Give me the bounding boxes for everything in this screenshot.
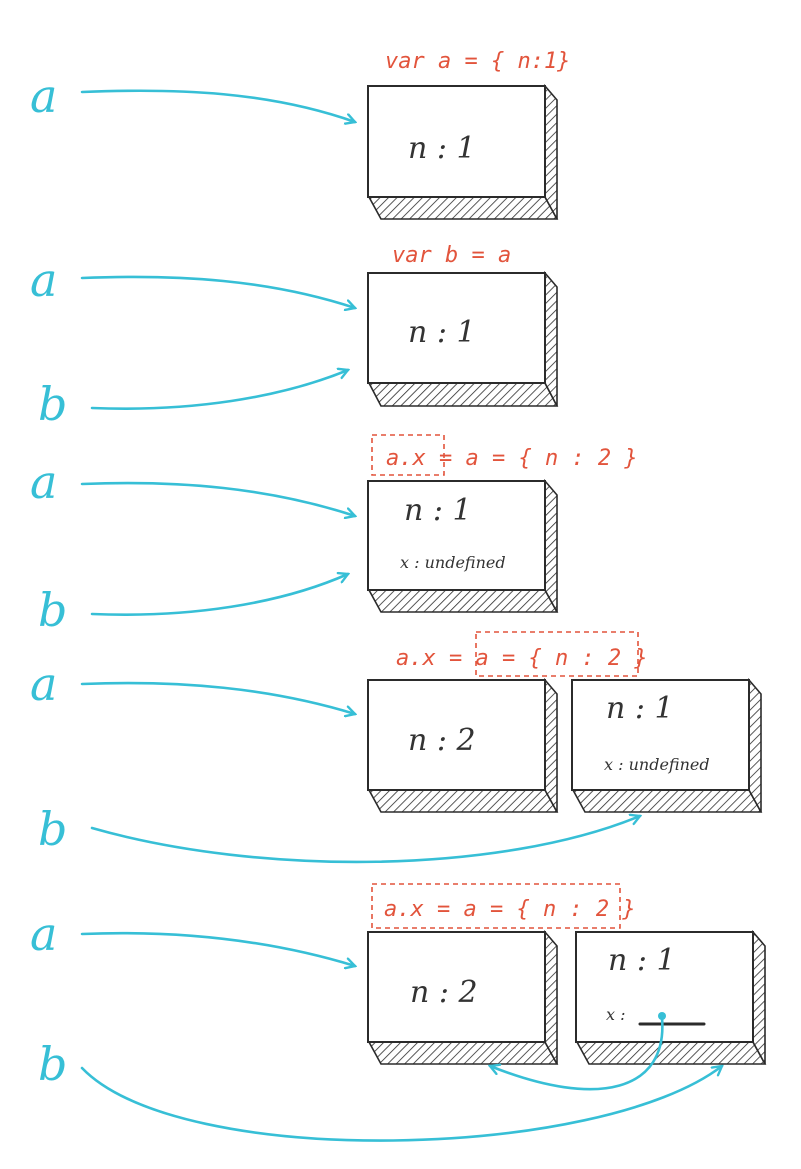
- panel-2-var-b: b: [38, 377, 67, 431]
- panel-3-arrow-b: [90, 574, 348, 616]
- panel-4-old-box-line-2: x : undefined: [604, 755, 710, 774]
- panel-1-box-line-1: n : 1: [408, 131, 476, 166]
- panel-5-highlight-statement: [371, 883, 621, 929]
- panel-5-arrow-x-to-new-object: [490, 1016, 664, 1091]
- panel-1-code: var a = { n:1}: [385, 49, 570, 74]
- panel-3-var-b: b: [38, 583, 67, 637]
- panel-5: a.x = a = { n : 2 } a b n : 2 n : 1 x :: [30, 883, 767, 1142]
- panel-5-old-object-box: n : 1 x :: [575, 929, 767, 1065]
- panel-3-arrow-a: [80, 481, 355, 516]
- panel-3-var-a: a: [30, 455, 57, 509]
- panel-3: a.x = a = { n : 2 } a b n : 1 x : undefi…: [30, 434, 638, 637]
- panel-4-arrow-b: [90, 816, 640, 864]
- panel-1-var-a: a: [30, 69, 57, 123]
- panel-4-var-b: b: [38, 802, 67, 856]
- panel-5-new-object-box: n : 2: [367, 929, 559, 1065]
- panel-5-arrow-b: [80, 1066, 722, 1142]
- panel-3-box-line-2: x : undefined: [400, 553, 506, 572]
- panel-2-arrow-a: [80, 275, 355, 308]
- panel-4-new-box-line-1: n : 2: [408, 723, 476, 758]
- panel-4-old-box-line-1: n : 1: [606, 691, 674, 726]
- panel-4-old-object-box: n : 1 x : undefined: [571, 677, 763, 813]
- panel-5-code: a.x = a = { n : 2 }: [384, 897, 636, 922]
- panel-5-old-box-line-2: x :: [606, 1005, 626, 1024]
- panel-3-box-line-1: n : 1: [404, 493, 472, 528]
- panel-3-object-box: n : 1 x : undefined: [367, 478, 559, 613]
- panel-4-highlight-assignment: [475, 631, 639, 677]
- panel-4: a.x = a = { n : 2 } a b n : 2 n : 1 x : …: [30, 631, 763, 864]
- panel-4-var-a: a: [30, 657, 57, 711]
- panel-2-code: var b = a: [392, 243, 511, 268]
- panel-4-code: a.x = a = { n : 2 }: [396, 646, 648, 671]
- panel-5-x-pointer-dot: [658, 1012, 666, 1020]
- panel-3-highlight-a-x: [371, 434, 445, 476]
- panel-4-new-object-box: n : 2: [367, 677, 559, 813]
- panel-2-arrow-b: [90, 370, 348, 410]
- panel-5-old-box-line-1: n : 1: [608, 943, 676, 978]
- panel-5-new-box-line-1: n : 2: [410, 975, 478, 1010]
- panel-2-var-a: a: [30, 253, 57, 307]
- panel-2-box-line-1: n : 1: [408, 315, 476, 350]
- panel-1: var a = { n:1} a n : 1: [30, 49, 570, 220]
- panel-5-var-a: a: [30, 907, 57, 961]
- panel-1-object-box: n : 1: [367, 83, 559, 220]
- panel-2: var b = a a b n : 1: [30, 243, 559, 431]
- panel-2-object-box: n : 1: [367, 270, 559, 407]
- panel-4-arrow-a: [80, 681, 355, 714]
- panel-5-arrow-a: [80, 931, 355, 966]
- panel-1-arrow-a: [80, 89, 355, 122]
- panel-5-var-b: b: [38, 1037, 67, 1091]
- panel-3-code: a.x = a = { n : 2 }: [386, 446, 638, 471]
